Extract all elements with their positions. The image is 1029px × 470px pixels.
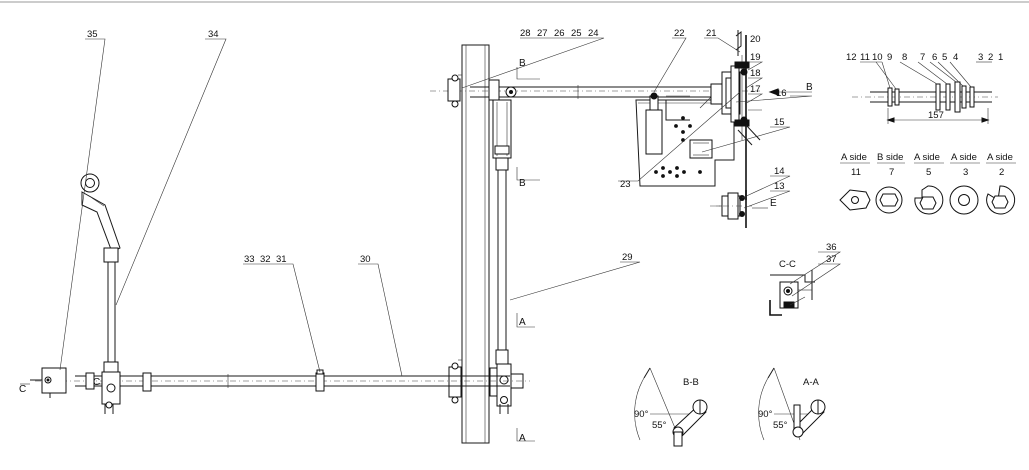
left-bearing-block <box>30 367 67 398</box>
angle-bb-55: 55° <box>652 420 667 431</box>
part-label-9: 9 <box>887 52 892 63</box>
section-a-bottom: A <box>519 433 526 444</box>
part-label-29: 29 <box>622 252 633 263</box>
part-label-31: 31 <box>276 254 287 265</box>
dimension-157: 157 <box>928 110 944 121</box>
view-title-cc: C-C <box>779 259 796 270</box>
part-label-14: 14 <box>774 166 785 177</box>
cam-num-4: 2 <box>999 167 1004 178</box>
cam-table <box>839 162 1016 215</box>
part-label-34: 34 <box>208 29 219 40</box>
cam-side-2: A side <box>914 152 940 163</box>
view-title-aa: A-A <box>803 377 820 388</box>
lower-switch <box>710 190 752 228</box>
part-label-6: 6 <box>932 52 937 63</box>
cam-num-0: 11 <box>851 167 861 178</box>
section-b-bottom: B <box>519 178 526 189</box>
section-c-right: C <box>93 377 100 388</box>
section-aa-view <box>758 367 826 441</box>
cam-num-2: 5 <box>926 167 931 178</box>
part-label-17: 17 <box>750 84 761 95</box>
section-e-mark: E <box>770 198 777 209</box>
angle-aa-90: 90° <box>758 409 773 420</box>
part-label-3: 3 <box>978 52 983 63</box>
part-label-23: 23 <box>620 179 631 190</box>
cam-disc-11 <box>839 189 871 211</box>
cam-disc-2 <box>986 185 1016 215</box>
part-label-8: 8 <box>902 52 907 63</box>
part-label-35: 35 <box>87 29 98 40</box>
cam-side-0: A side <box>841 152 867 163</box>
part-label-36: 36 <box>826 242 837 253</box>
vertical-link-rod <box>492 99 512 365</box>
part-label-19: 19 <box>750 52 761 63</box>
cam-table-labels: A side B side A side A side A side 11 7 … <box>841 152 1013 178</box>
part-number-labels: 35 34 33 32 31 30 29 28 27 26 25 24 22 2… <box>87 28 1003 265</box>
cam-side-3: A side <box>951 152 977 163</box>
part-label-5: 5 <box>942 52 947 63</box>
cam-disc-3 <box>949 185 979 215</box>
cam-num-1: 7 <box>889 167 894 178</box>
part-label-13: 13 <box>774 181 785 192</box>
crank-arm-assembly <box>80 173 121 414</box>
part-label-15: 15 <box>774 117 785 128</box>
part-label-30: 30 <box>360 254 371 265</box>
part-label-26: 26 <box>554 28 565 39</box>
mounting-bracket <box>635 83 735 187</box>
vertical-frame-plate <box>458 44 490 444</box>
cam-disc-5 <box>914 185 944 215</box>
upper-shaft <box>430 74 760 108</box>
section-c-left: C <box>19 384 26 395</box>
part-label-37: 37 <box>826 254 837 265</box>
section-markers <box>20 67 812 442</box>
part-label-32: 32 <box>260 254 271 265</box>
angle-bb-90: 90° <box>634 409 649 420</box>
section-b-arrow: B <box>806 82 813 93</box>
section-a-top: A <box>519 317 526 328</box>
section-cc-detail <box>769 270 815 316</box>
angle-aa-55: 55° <box>773 420 788 431</box>
cam-num-3: 3 <box>963 167 968 178</box>
part-label-2: 2 <box>988 52 993 63</box>
part-label-33: 33 <box>244 254 255 265</box>
section-b-top: B <box>519 58 526 69</box>
view-title-bb: B-B <box>683 377 699 388</box>
part-label-7: 7 <box>920 52 925 63</box>
part-label-28: 28 <box>520 28 531 39</box>
section-bb-view <box>634 367 708 447</box>
part-label-24: 24 <box>588 28 599 39</box>
cam-side-1: B side <box>877 152 903 163</box>
part-label-21: 21 <box>706 28 717 39</box>
part-label-27: 27 <box>537 28 548 39</box>
part-label-4: 4 <box>953 52 958 63</box>
part-label-12: 12 <box>846 52 857 63</box>
section-labels: B B B A A C C E C-C B-B A-A 90° 55° 90° … <box>19 58 944 444</box>
leader-lines <box>59 37 842 377</box>
cam-disc-7 <box>875 186 903 214</box>
part-label-20: 20 <box>750 34 761 45</box>
part-label-11: 11 <box>860 52 870 63</box>
cam-side-4: A side <box>987 152 1013 163</box>
lower-linkage <box>448 362 524 414</box>
lower-shaft <box>35 369 530 392</box>
part-label-10: 10 <box>872 52 883 63</box>
shaft-detail <box>852 61 998 124</box>
part-label-1: 1 <box>998 52 1003 63</box>
part-label-22: 22 <box>674 28 685 39</box>
part-label-16: 16 <box>776 88 787 99</box>
part-label-25: 25 <box>571 28 582 39</box>
part-label-18: 18 <box>750 68 761 79</box>
